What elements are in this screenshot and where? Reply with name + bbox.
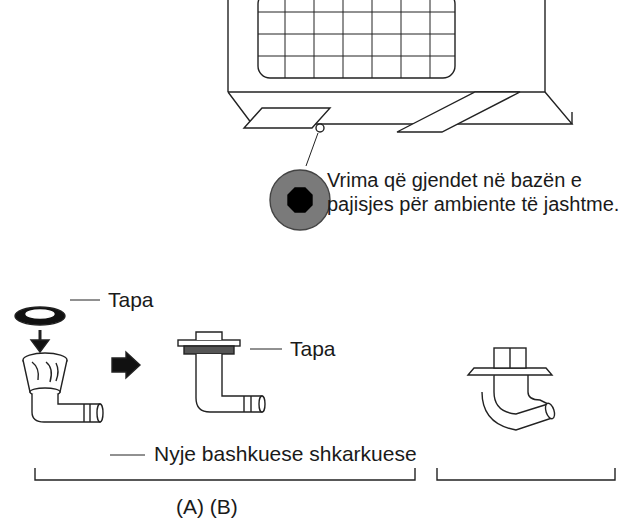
rubber-ring: [15, 300, 100, 352]
part-label: Tapa: [290, 336, 370, 361]
group-bracket: [35, 468, 615, 480]
part-label: Nyje bashkuese shkarkuese: [154, 441, 454, 466]
drain-fitting-a: [23, 352, 145, 455]
drain-fitting-c: [468, 348, 556, 430]
group-label: (A) (B): [176, 494, 296, 519]
drain-fitting-b: [178, 332, 282, 412]
part-label: Tapa: [108, 287, 188, 312]
hole-note: Vrima që gjendet në bazën e pajisjes për…: [327, 168, 623, 216]
